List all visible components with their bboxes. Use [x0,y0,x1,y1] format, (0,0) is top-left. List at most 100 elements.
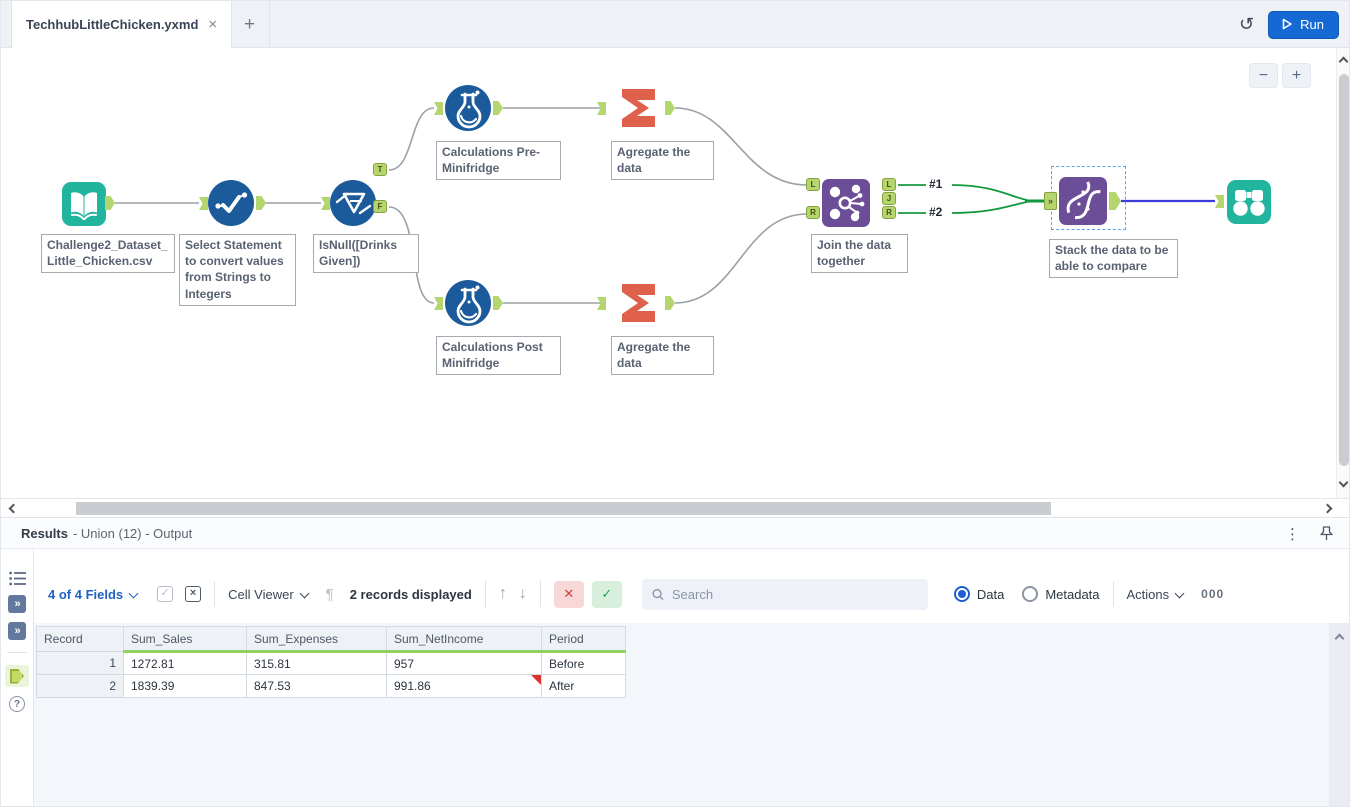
results-vertical-scrollbar[interactable] [1329,623,1349,806]
join-annotation[interactable]: Join the data together [811,234,908,274]
apply-button[interactable]: ✓ [591,580,622,608]
next-record-icon[interactable]: ↓ [518,585,527,602]
horizontal-scroll-thumb[interactable] [76,502,1051,515]
cell-sum-expenses[interactable]: 315.81 [246,651,387,675]
canvas-horizontal-scrollbar[interactable] [1,498,1349,518]
column-header-sum-expenses[interactable]: Sum_Expenses [246,626,387,653]
new-tab-button[interactable]: + [230,1,270,48]
scroll-right-icon[interactable] [1322,503,1333,514]
fields-dropdown[interactable]: 4 of 4 Fields [48,587,139,602]
actions-dropdown[interactable]: Actions [1127,587,1185,602]
radio-selected-icon[interactable] [953,586,970,602]
join-tool[interactable] [822,179,870,232]
summarize-post-annotation[interactable]: Agregate the data [611,336,714,376]
column-header-sum-netincome[interactable]: Sum_NetIncome [386,626,542,653]
formula-pre-input-anchor[interactable] [434,102,443,115]
cell-sum-netincome-flagged[interactable]: 991.86 [386,674,542,698]
filter-tool[interactable] [330,180,376,226]
summarize-post-input-anchor[interactable] [597,297,606,310]
join-left-input-anchor[interactable]: L [806,178,820,191]
union-annotation[interactable]: Stack the data to be able to compare [1049,239,1178,279]
table-row[interactable]: 1 1272.81 315.81 957 Before [36,651,626,675]
browse-tool[interactable] [1226,179,1272,230]
help-icon[interactable]: ? [9,696,25,712]
select-input-anchor[interactable] [199,197,208,210]
cell-sum-expenses[interactable]: 847.53 [246,674,387,698]
cell-period[interactable]: After [541,674,626,698]
cell-record[interactable]: 2 [36,674,124,698]
filter-input-anchor[interactable] [321,197,330,210]
profile-list-icon[interactable] [8,571,26,586]
workflow-canvas[interactable]: T F [1,48,1349,498]
scroll-up-icon[interactable] [1334,633,1345,644]
scroll-down-icon[interactable] [1338,477,1349,488]
summarize-post-tool[interactable] [614,280,662,331]
deselect-all-icon[interactable]: × [185,586,202,602]
formula-post-annotation[interactable]: Calculations Post Minifridge [436,336,561,376]
input-data-tool[interactable] [61,181,107,232]
cell-record[interactable]: 1 [36,651,124,675]
search-input[interactable] [671,586,918,602]
select-output-anchor[interactable] [256,196,266,210]
collapse-panel-icon[interactable]: » [8,595,26,613]
summarize-pre-output-anchor[interactable] [665,101,675,115]
cell-sum-netincome[interactable]: 957 [386,651,542,675]
history-icon[interactable]: ↺ [1239,14,1255,34]
data-radio[interactable]: Data [953,586,1004,602]
previous-record-icon[interactable]: ↑ [498,585,507,602]
summarize-pre-annotation[interactable]: Agregate the data [611,141,714,181]
column-header-period[interactable]: Period [541,626,626,653]
join-left-output-anchor[interactable]: L [882,178,896,191]
metadata-radio[interactable]: Metadata [1022,586,1100,602]
join-right-input-anchor[interactable]: R [806,206,820,219]
formula-pre-output-anchor[interactable] [493,101,503,115]
input-output-anchor[interactable] [105,196,115,210]
union-input-anchor[interactable]: » [1044,192,1057,210]
formula-post-tool[interactable] [445,280,491,326]
scroll-left-icon[interactable] [8,503,19,514]
close-tab-icon[interactable]: × [208,16,218,33]
input-data-annotation[interactable]: Challenge2_Dataset_Little_Chicken.csv [41,234,175,274]
union-output-anchor[interactable] [1109,192,1121,210]
formula-post-input-anchor[interactable] [434,297,443,310]
cell-sum-sales[interactable]: 1272.81 [123,651,247,675]
cell-viewer-dropdown[interactable]: Cell Viewer [228,587,310,602]
formula-pre-tool[interactable] [445,85,491,131]
zoom-out-button[interactable]: − [1249,63,1278,88]
select-annotation[interactable]: Select Statement to convert values from … [179,234,296,306]
zoom-in-button[interactable]: + [1282,63,1311,88]
filter-false-anchor[interactable]: F [373,200,387,213]
pin-icon[interactable] [1320,526,1333,541]
browse-input-anchor[interactable] [1215,195,1224,208]
filter-annotation[interactable]: IsNull([Drinks Given]) [313,234,419,274]
output-anchor-selector[interactable] [5,665,29,687]
more-options-icon[interactable]: ⋮ [1285,525,1300,543]
workflow-tab[interactable]: TechhubLittleChicken.yxmd × [11,1,233,48]
run-button[interactable]: Run [1268,10,1339,39]
union-tool[interactable] [1059,177,1107,230]
cancel-button[interactable]: ✕ [553,580,584,608]
search-box[interactable] [641,578,928,610]
scroll-up-icon[interactable] [1338,56,1349,67]
annotation-text: Calculations Pre-Minifridge [442,145,541,176]
summarize-post-output-anchor[interactable] [665,296,675,310]
cell-period[interactable]: Before [541,651,626,675]
collapse-panel-icon-2[interactable]: » [8,622,26,640]
column-header-record[interactable]: Record [36,626,124,652]
table-row[interactable]: 2 1839.39 847.53 991.86 After [36,674,626,698]
summarize-pre-input-anchor[interactable] [597,102,606,115]
select-all-checkbox-icon[interactable]: ✓ [157,586,174,602]
whitespace-toggle-icon[interactable]: ¶ [325,585,334,603]
vertical-scroll-thumb[interactable] [1339,74,1349,466]
formula-post-output-anchor[interactable] [493,296,503,310]
formula-pre-annotation[interactable]: Calculations Pre-Minifridge [436,141,561,181]
join-right-output-anchor[interactable]: R [882,206,896,219]
summarize-pre-tool[interactable] [614,85,662,136]
select-tool[interactable] [208,180,254,226]
join-join-output-anchor[interactable]: J [882,192,896,205]
filter-true-anchor[interactable]: T [373,163,387,176]
canvas-vertical-scrollbar[interactable] [1336,48,1349,498]
cell-sum-sales[interactable]: 1839.39 [123,674,247,698]
column-header-sum-sales[interactable]: Sum_Sales [123,626,247,653]
radio-unselected-icon[interactable] [1022,586,1039,602]
